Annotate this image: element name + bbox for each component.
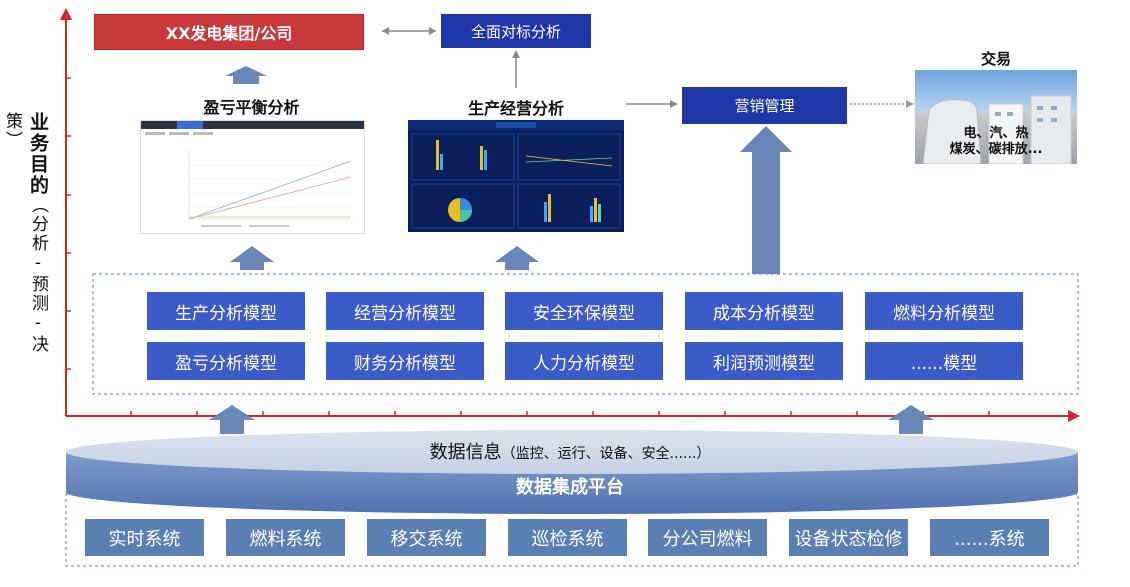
y-axis-label: 业务目的（分析-预测-决策） [2,112,49,382]
model-box[interactable]: 经营分析模型 [326,292,484,330]
model-box[interactable]: 成本分析模型 [685,292,843,330]
power-plant-illustration [922,95,1072,164]
system-box[interactable]: 巡检系统 [508,519,627,556]
production-dashboard-thumbnail [408,120,624,232]
model-box[interactable]: 生产分析模型 [147,292,305,330]
up-arrow-profit-to-group [225,66,267,84]
model-box[interactable]: 盈亏分析模型 [147,342,305,380]
model-box[interactable]: ......模型 [865,342,1023,380]
y-axis-arrowhead [60,8,72,20]
trade-line-2: 煤炭、碳排放... [949,142,1043,157]
up-arrow-models-to-marketing [740,126,792,274]
system-box[interactable]: 分公司燃料 [648,519,767,556]
production-dashboard-graphic [408,120,624,229]
model-box[interactable]: 财务分析模型 [326,342,484,380]
trade-line-1: 电、汽、热 [963,126,1029,141]
x-ticks [130,411,990,416]
model-box[interactable]: 燃料分析模型 [865,292,1023,330]
system-box[interactable]: 移交系统 [367,519,486,556]
y-axis-label-bold: 业务目的 [27,112,49,196]
y-ticks [66,77,71,370]
marketing-management-box[interactable]: 营销管理 [682,87,847,124]
model-box[interactable]: 利润预测模型 [685,342,843,380]
up-arrow-platform-to-models-left [209,405,255,434]
trade-image: 电、汽、热 煤炭、碳排放... [915,70,1077,164]
up-arrow-platform-to-models-right [888,405,934,434]
trade-title: 交易 [980,50,1011,68]
system-box[interactable]: 燃料系统 [226,519,345,556]
profit-chart-graphic [141,121,364,227]
data-integration-platform-label: 数据集成平台 [516,477,624,498]
data-info-label: 数据信息（监控、运行、设备、安全......） [380,438,760,464]
system-box[interactable]: ......系统 [930,519,1049,556]
profit-balance-chart-thumbnail [140,120,365,234]
y-axis-label-normal: （分析-预测-决策） [2,112,48,354]
platform-cylinder-top [66,430,1078,474]
data-info-sub: （监控、运行、设备、安全......） [501,446,711,462]
production-operation-title: 生产经营分析 [467,99,564,118]
x-axis-arrowhead [1068,410,1080,422]
system-box[interactable]: 设备状态检修 [789,519,908,556]
up-arrow-models-to-profit [230,246,274,270]
up-arrow-models-to-production [495,246,539,270]
model-box[interactable]: 安全环保模型 [505,292,663,330]
system-box[interactable]: 实时系统 [85,519,204,556]
group-company-box[interactable]: XX发电集团/公司 [94,14,364,50]
data-info-main: 数据信息 [429,442,502,463]
benchmark-analysis-box[interactable]: 全面对标分析 [441,14,591,48]
model-container [92,273,1079,395]
profit-balance-title: 盈亏平衡分析 [203,98,300,117]
model-box[interactable]: 人力分析模型 [505,342,663,380]
